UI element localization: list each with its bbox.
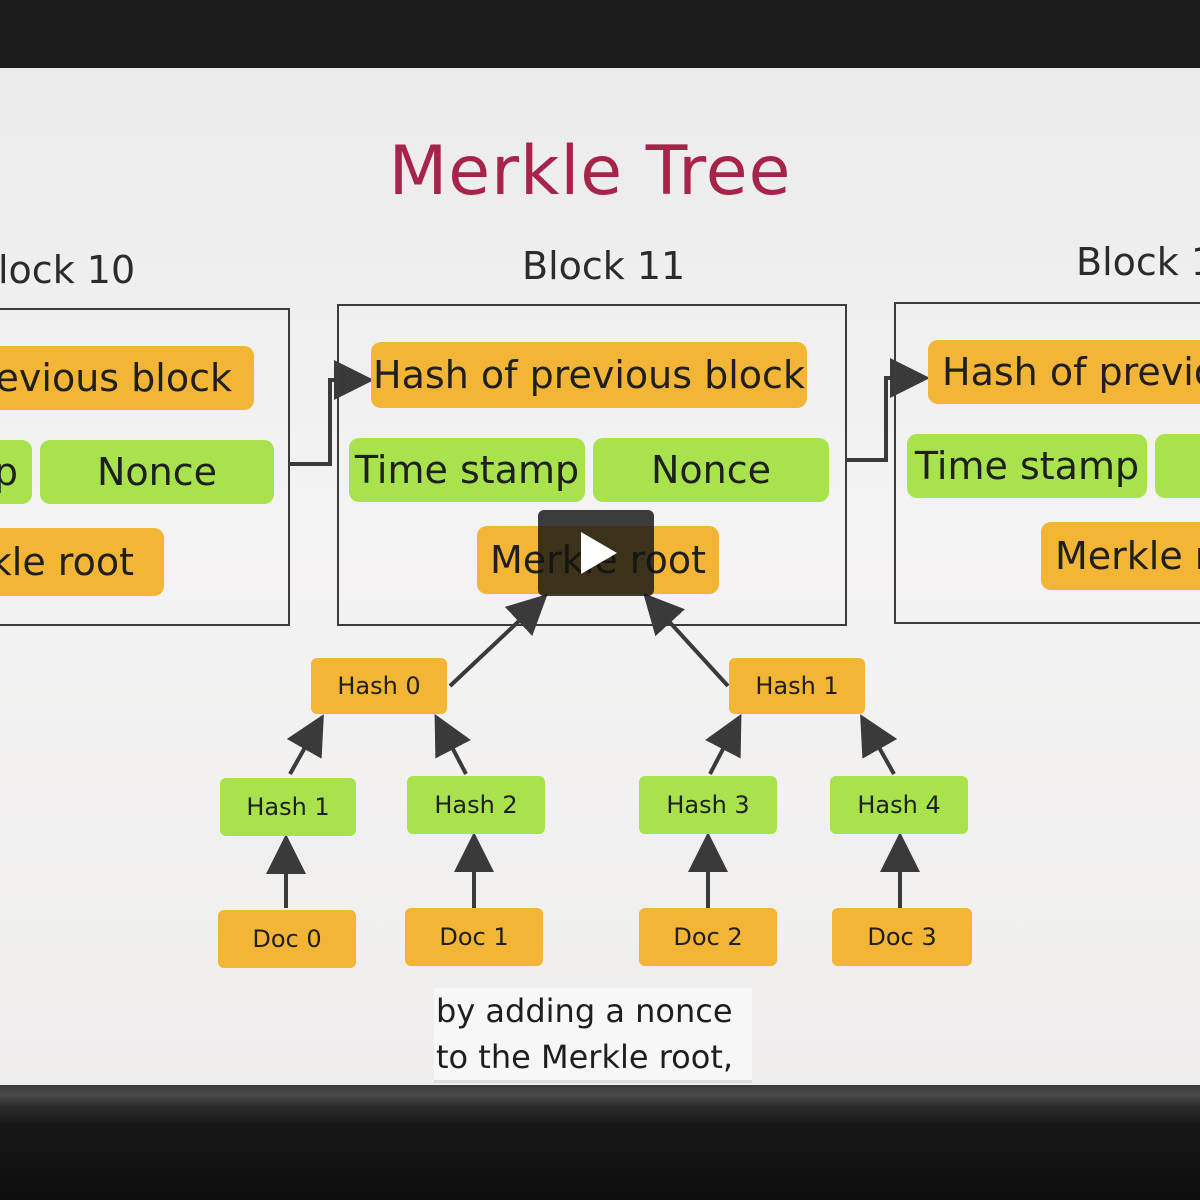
block-11-hash-prev: Hash of previous block	[371, 342, 807, 408]
tree-hash-0: Hash 0	[311, 658, 447, 714]
monitor-bezel-bottom	[0, 1085, 1200, 1200]
block-10-hash-prev: previous block	[0, 346, 254, 410]
tree-leaf-hash-3: Hash 3	[639, 776, 777, 834]
block-10-merkle-root: rkle root	[0, 528, 164, 596]
block-12-frame	[894, 302, 1200, 624]
play-button[interactable]	[538, 510, 654, 596]
block-10-frame	[0, 308, 290, 626]
play-icon	[581, 532, 617, 574]
tree-hash-1: Hash 1	[729, 658, 865, 714]
block-12-hash-prev: Hash of previo	[928, 340, 1200, 404]
block-11-timestamp: Time stamp	[349, 438, 585, 502]
block-12-nonce	[1155, 434, 1200, 498]
video-caption: by adding a nonce to the Merkle root,	[434, 988, 752, 1083]
tree-doc-0: Doc 0	[218, 910, 356, 968]
tree-leaf-hash-1: Hash 1	[220, 778, 356, 836]
block-10-label: lock 10	[0, 248, 136, 292]
block-10-nonce: Nonce	[40, 440, 274, 504]
slide-title: Merkle Tree	[388, 132, 792, 211]
tree-leaf-hash-2: Hash 2	[407, 776, 545, 834]
block-11-frame	[337, 304, 847, 626]
tree-doc-2: Doc 2	[639, 908, 777, 966]
block-11-nonce: Nonce	[593, 438, 829, 502]
video-slide: Merkle Tree lock 10 Block 11 Block 1	[0, 68, 1200, 1085]
block-12-merkle-root: Merkle r	[1041, 522, 1200, 590]
tree-doc-1: Doc 1	[405, 908, 543, 966]
tree-doc-3: Doc 3	[832, 908, 972, 966]
diagram-connectors	[266, 358, 930, 908]
tree-leaf-hash-4: Hash 4	[830, 776, 968, 834]
caption-line-1: by adding a nonce	[436, 992, 733, 1030]
block-10-timestamp: p	[0, 440, 32, 504]
monitor-bezel-top	[0, 0, 1200, 70]
block-11-label: Block 11	[522, 244, 686, 288]
caption-line-2: to the Merkle root,	[436, 1038, 734, 1076]
block-12-label: Block 1	[1076, 240, 1200, 284]
block-12-timestamp: Time stamp	[907, 434, 1147, 498]
